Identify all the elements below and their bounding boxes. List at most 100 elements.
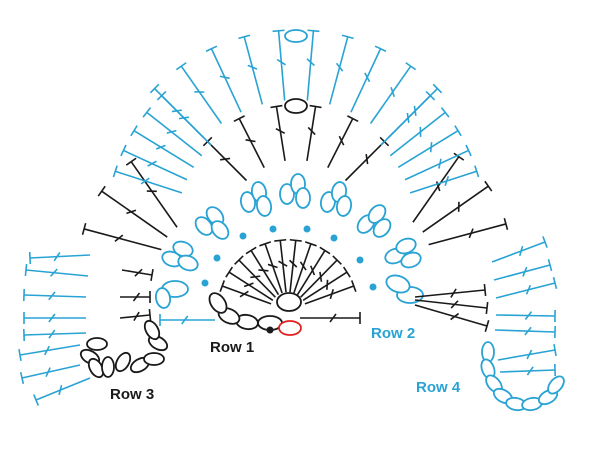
chain-stitch bbox=[385, 274, 411, 294]
dc-top-bar bbox=[142, 107, 152, 118]
slip-stitch bbox=[266, 326, 274, 334]
dc-tick bbox=[338, 135, 345, 146]
chain-stitch bbox=[372, 218, 392, 238]
dc-stem bbox=[428, 223, 507, 246]
dc-top-bar bbox=[432, 83, 443, 94]
dc-top-bar bbox=[130, 125, 138, 137]
dc-stem bbox=[497, 349, 556, 361]
dc-stem bbox=[35, 377, 91, 401]
dc-stem bbox=[306, 106, 317, 161]
dc-tick bbox=[239, 290, 249, 298]
chain-stitch bbox=[279, 183, 295, 205]
dc-top-bar bbox=[156, 90, 167, 101]
chain-stitch bbox=[284, 29, 308, 43]
dc-top-bar bbox=[465, 144, 472, 157]
dc-stem bbox=[161, 95, 212, 146]
row-1-label: Row 1 bbox=[210, 339, 254, 356]
dc-tick bbox=[329, 289, 335, 300]
dc-stem bbox=[228, 271, 274, 301]
dc-stem bbox=[414, 299, 488, 309]
row-4-label: Row 4 bbox=[416, 379, 461, 396]
dc-top-bar bbox=[149, 83, 160, 94]
chain-stitch bbox=[367, 204, 387, 224]
dc-top-bar bbox=[120, 144, 127, 157]
dc-stem bbox=[350, 48, 382, 113]
dc-stem bbox=[389, 111, 446, 157]
dc-top-bar bbox=[304, 241, 317, 247]
dc-stem bbox=[19, 344, 81, 356]
dc-stem bbox=[23, 294, 87, 298]
slip-stitch-dot bbox=[330, 234, 338, 242]
dc-top-bar bbox=[19, 371, 25, 385]
dc-top-bar bbox=[347, 115, 359, 123]
dc-top-bar bbox=[24, 263, 28, 277]
chain-stitch bbox=[239, 191, 257, 213]
dc-tick bbox=[406, 112, 410, 123]
dc-top-bar bbox=[453, 152, 465, 161]
dc-tick bbox=[522, 266, 528, 277]
dc-top-bar bbox=[234, 255, 244, 265]
dc-top-bar bbox=[319, 246, 331, 255]
dc-tick bbox=[307, 126, 316, 136]
dc-stem bbox=[397, 130, 459, 168]
dc-stem bbox=[495, 314, 556, 317]
dc-stem bbox=[238, 118, 265, 168]
dc-tick bbox=[49, 268, 58, 277]
dc-tick bbox=[133, 311, 140, 322]
dc-top-bar bbox=[81, 222, 87, 235]
dc-top-bar bbox=[245, 246, 257, 255]
dc-stem bbox=[414, 289, 486, 298]
chain-stitch bbox=[278, 320, 302, 336]
dc-tick bbox=[468, 228, 474, 239]
dc-stem bbox=[404, 149, 469, 181]
dc-stem bbox=[306, 30, 315, 101]
dc-tick bbox=[450, 288, 457, 298]
dc-tick bbox=[526, 366, 534, 376]
dc-tick bbox=[178, 116, 189, 120]
dc-stem bbox=[21, 364, 81, 379]
chain-stitch bbox=[400, 251, 422, 269]
dc-top-bar bbox=[542, 236, 548, 248]
dc-stem bbox=[29, 254, 91, 259]
dc-stem bbox=[296, 250, 326, 296]
dc-stem bbox=[180, 65, 223, 124]
dc-top-bar bbox=[503, 217, 509, 230]
dc-top-bar bbox=[219, 280, 226, 292]
dc-tick bbox=[429, 142, 433, 153]
dc-tick bbox=[438, 158, 442, 169]
dc-top-bar bbox=[274, 238, 287, 242]
dc-top-bar bbox=[233, 115, 245, 123]
chain-stitch bbox=[172, 240, 194, 258]
row-3-label: Row 3 bbox=[110, 386, 154, 403]
dc-tick bbox=[53, 252, 61, 262]
dc-tick bbox=[306, 58, 315, 67]
dc-top-bar bbox=[483, 283, 487, 297]
dc-tick bbox=[43, 345, 51, 356]
dc-stem bbox=[146, 111, 203, 157]
dc-tick bbox=[247, 64, 258, 70]
chain-stitch bbox=[295, 187, 311, 209]
dc-stem bbox=[422, 185, 489, 233]
dc-tick bbox=[276, 58, 286, 66]
dc-stem bbox=[123, 149, 188, 181]
dc-top-bar bbox=[485, 301, 489, 315]
dc-stem bbox=[221, 285, 272, 305]
chain-stitch bbox=[208, 292, 228, 314]
chain-stitch bbox=[547, 375, 565, 395]
dc-stem bbox=[238, 259, 276, 298]
stitch-symbols bbox=[18, 29, 565, 412]
dc-top-bar bbox=[342, 266, 351, 278]
slip-stitch-dot bbox=[213, 254, 221, 262]
slip-stitch-dot bbox=[356, 256, 364, 264]
chain-stitch bbox=[143, 352, 165, 366]
dc-tick bbox=[525, 284, 532, 295]
dc-stem bbox=[119, 314, 151, 319]
dc-top-bar bbox=[112, 165, 118, 178]
dc-stem bbox=[133, 130, 195, 168]
dc-stem bbox=[409, 170, 477, 194]
chain-stitch bbox=[101, 356, 115, 378]
dc-tick bbox=[48, 329, 56, 339]
dc-stem bbox=[264, 243, 283, 294]
dc-stem bbox=[494, 329, 556, 333]
dc-tick bbox=[518, 245, 524, 257]
